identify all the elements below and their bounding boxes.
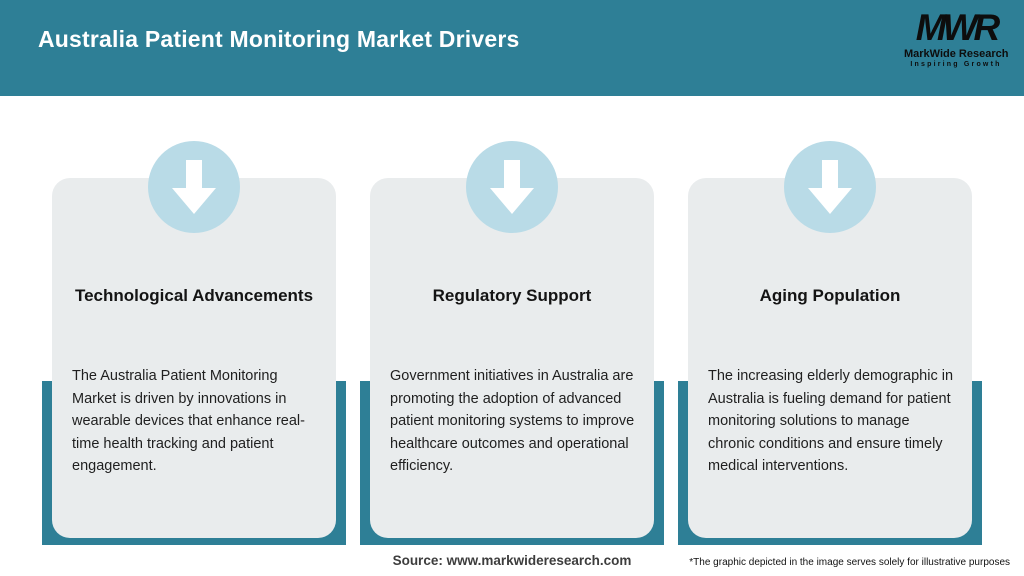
header-bar: Australia Patient Monitoring Market Driv… xyxy=(0,0,1024,96)
card-title: Aging Population xyxy=(759,286,901,305)
page-title: Australia Patient Monitoring Market Driv… xyxy=(38,26,520,52)
card-description: The increasing elderly demographic in Au… xyxy=(708,368,954,474)
disclaimer-text: *The graphic depicted in the image serve… xyxy=(689,557,1010,568)
card-title: Technological Advancements xyxy=(74,286,314,305)
markwide-research-logo: MWR MarkWide Research Inspiring Growth xyxy=(904,8,1008,70)
down-arrow-icon xyxy=(784,141,876,233)
logo-monogram-icon: MWR xyxy=(915,7,1000,48)
card-body: Regulatory Support Government initiative… xyxy=(370,178,654,538)
down-arrow-icon xyxy=(466,141,558,233)
logo-tagline: Inspiring Growth xyxy=(910,61,1002,68)
down-arrow-icon xyxy=(148,141,240,233)
card-title: Regulatory Support xyxy=(432,286,592,305)
card-description: Government initiatives in Australia are … xyxy=(390,368,635,474)
card-body: Aging Population The increasing elderly … xyxy=(688,178,972,538)
source-text: Source: www.markwideresearch.com xyxy=(392,553,632,568)
card-body: Technological Advancements The Australia… xyxy=(52,178,336,538)
card-description: The Australia Patient Monitoring Market … xyxy=(72,368,305,474)
driver-card-technological-advancements: Technological Advancements The Australia… xyxy=(42,141,346,545)
driver-card-aging-population: Aging Population The increasing elderly … xyxy=(678,141,982,545)
driver-card-regulatory-support: Regulatory Support Government initiative… xyxy=(360,141,664,545)
logo-name: MarkWide Research xyxy=(904,48,1009,60)
